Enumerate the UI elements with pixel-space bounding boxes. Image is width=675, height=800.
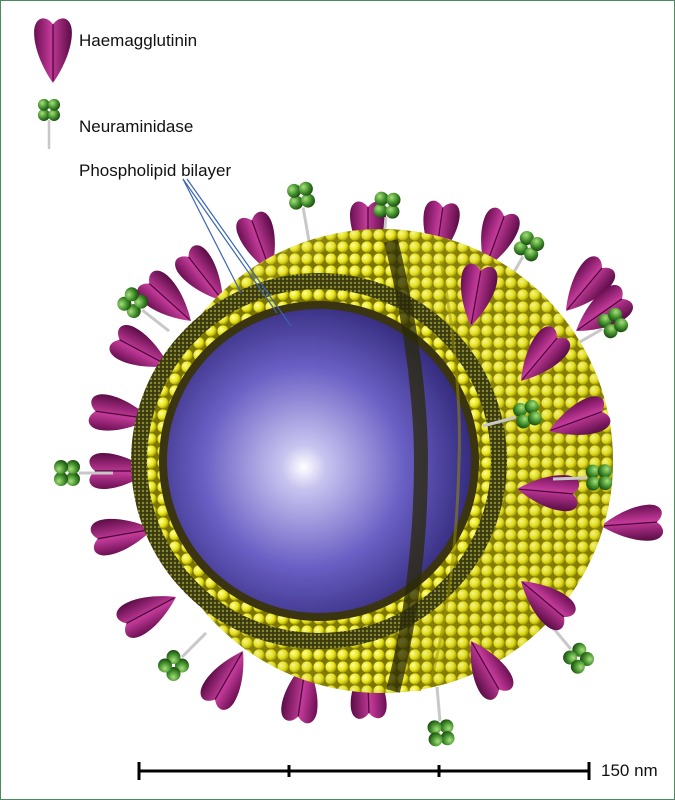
legend-haemagglutinin-label: Haemagglutinin (79, 31, 197, 51)
phospholipid-bilayer-label: Phospholipid bilayer (79, 161, 231, 181)
scale-bar-label: 150 nm (601, 761, 658, 781)
viral-envelope (131, 229, 613, 693)
neuraminidase-spike-icon (38, 99, 60, 149)
scale-bar-line (139, 762, 589, 780)
haemagglutinin-spike-icon (34, 18, 72, 83)
legend-neuraminidase-label: Neuraminidase (79, 117, 193, 137)
